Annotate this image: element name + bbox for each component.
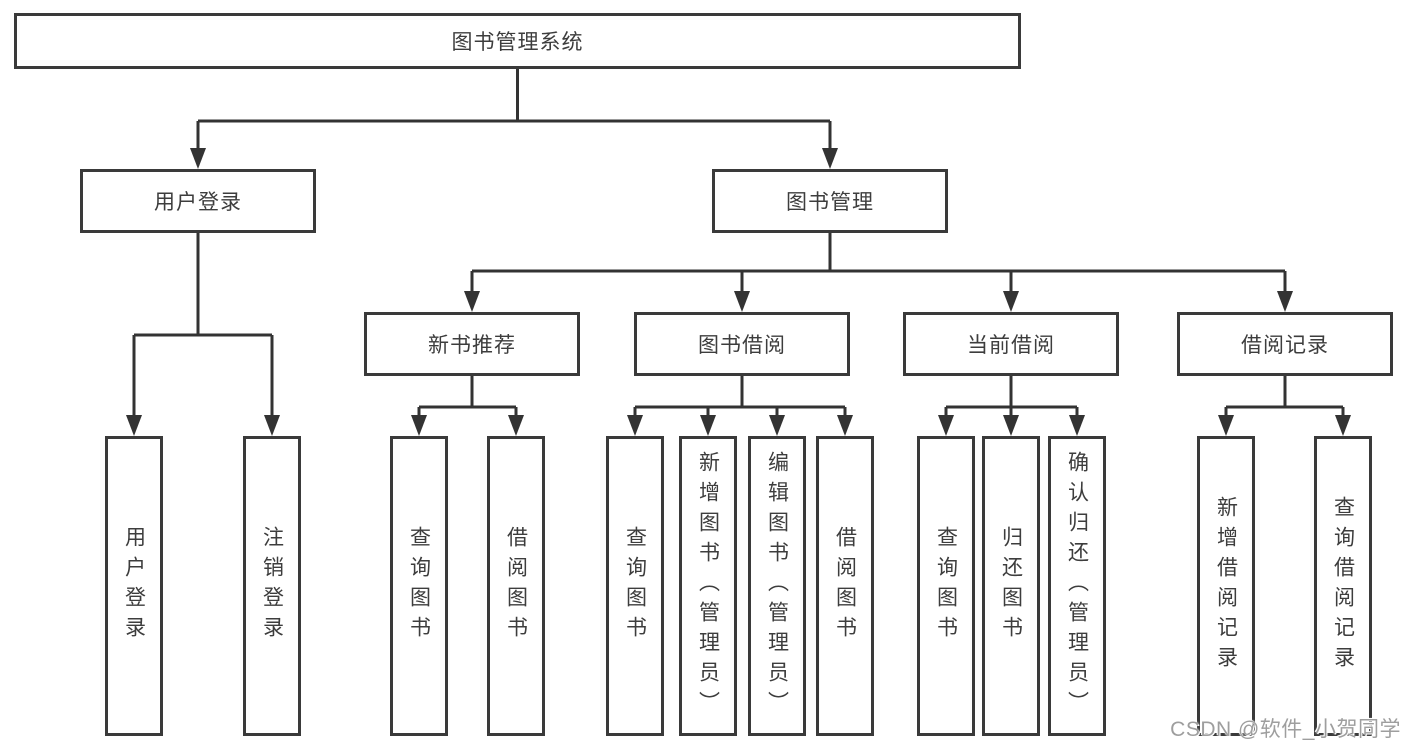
leaf-return-books: 归还图书 — [982, 436, 1040, 736]
leaf-borrow-books-borrow: 借阅图书 — [816, 436, 874, 736]
leaf-edit-books-admin: 编辑图书（管理员） — [748, 436, 806, 736]
leaf-confirm-return-admin: 确认归还（管理员） — [1048, 436, 1106, 736]
node-library-system: 图书管理系统 — [14, 13, 1021, 69]
node-new-book-recommend: 新书推荐 — [364, 312, 580, 376]
node-current-borrowing: 当前借阅 — [903, 312, 1119, 376]
leaf-query-books-recommend: 查询图书 — [390, 436, 448, 736]
leaf-query-borrow-record: 查询借阅记录 — [1314, 436, 1372, 736]
node-borrowing-records: 借阅记录 — [1177, 312, 1393, 376]
connector-login-to-leaves — [132, 233, 274, 418]
leaf-user-login: 用户登录 — [105, 436, 163, 736]
connector-newbook-to-leaves — [417, 376, 518, 418]
connector-records-to-leaves — [1224, 376, 1345, 418]
node-book-management: 图书管理 — [712, 169, 948, 233]
leaf-logout: 注销登录 — [243, 436, 301, 736]
csdn-watermark: CSDN @软件_小贺同学 — [1170, 718, 1401, 741]
node-book-borrowing: 图书借阅 — [634, 312, 850, 376]
connector-mgmt-to-level3 — [470, 233, 1287, 294]
leaf-borrow-books-recommend: 借阅图书 — [487, 436, 545, 736]
leaf-add-borrow-record: 新增借阅记录 — [1197, 436, 1255, 736]
leaf-query-books-current: 查询图书 — [917, 436, 975, 736]
connector-current-to-leaves — [944, 376, 1079, 418]
connector-borrow-to-leaves — [633, 376, 847, 418]
arrowheads — [126, 148, 1351, 436]
leaf-query-books-borrow: 查询图书 — [606, 436, 664, 736]
node-user-login: 用户登录 — [80, 169, 316, 233]
leaf-add-books-admin: 新增图书（管理员） — [679, 436, 737, 736]
connector-root-to-level2 — [196, 68, 832, 151]
